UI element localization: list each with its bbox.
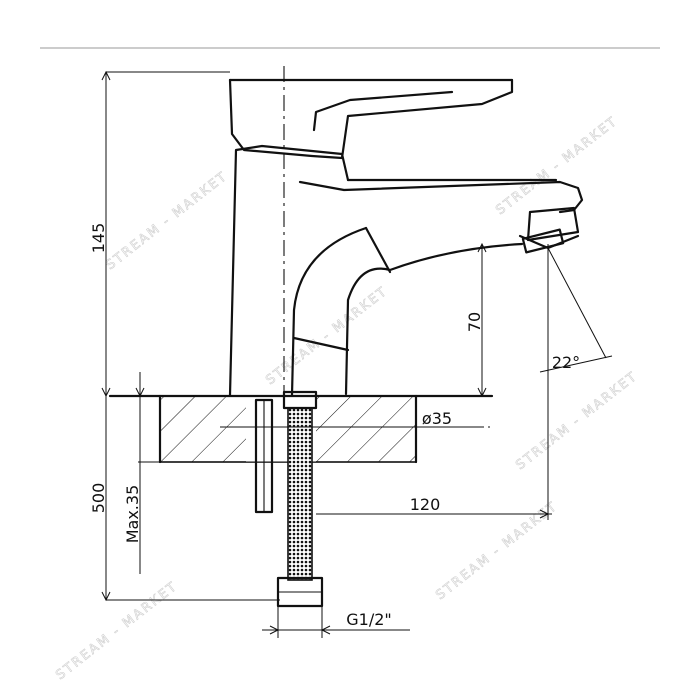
watermark-text: STREAM - MARKET	[263, 284, 391, 388]
faucet-body	[228, 66, 584, 397]
supply-hose	[276, 390, 324, 608]
dimension-label-spout-reach: 120	[410, 495, 441, 514]
watermark-text: STREAM - MARKET	[493, 114, 621, 218]
watermark-text: STREAM - MARKET	[513, 369, 641, 473]
dimension-label-thread-size: G1/2"	[346, 610, 392, 629]
watermark-text: STREAM - MARKET	[53, 579, 181, 683]
dimension-label-spout-height: 70	[465, 312, 484, 332]
dimension-label-spout-angle: 22°	[552, 353, 580, 372]
watermark-text: STREAM - MARKET	[103, 169, 231, 273]
dimension-label-total-height: 145	[89, 223, 108, 254]
dimension-label-base-diameter: ø35	[422, 409, 452, 428]
dimension-label-hose-length: 500	[89, 483, 108, 514]
mounting-stud	[254, 398, 274, 514]
dimension-label-max-thickness: Max.35	[123, 485, 142, 544]
dimension-lines	[101, 70, 613, 638]
